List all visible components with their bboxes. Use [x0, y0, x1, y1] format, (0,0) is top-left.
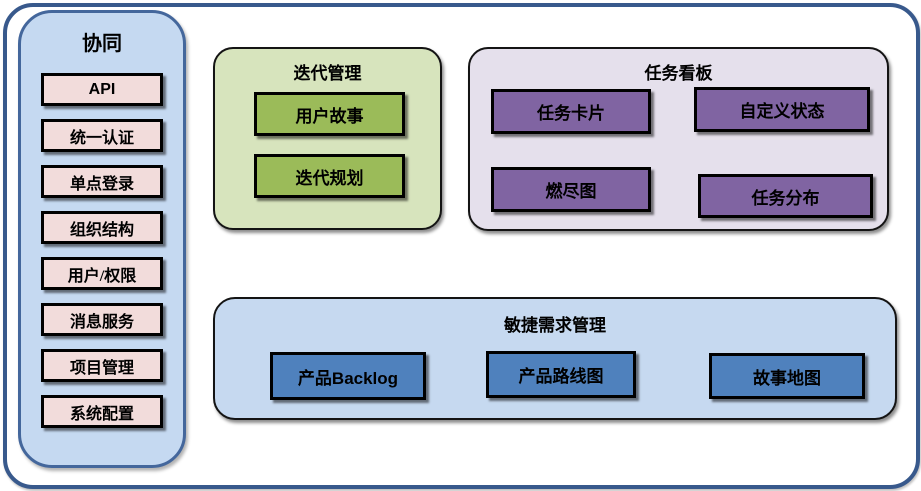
group-task-board-title: 任务看板: [644, 64, 713, 83]
sidebar-collaboration: 协同 API 统一认证 单点登录 组织结构 用户/权限 消息服务 项目管理 系统…: [18, 10, 186, 468]
group-task-board: 任务看板 任务卡片 自定义状态 燃尽图 任务分布: [468, 47, 889, 231]
item-task-distribution: 任务分布: [698, 174, 873, 218]
sidebar-item-system-config: 系统配置: [41, 395, 163, 428]
group-iteration-management: 迭代管理 用户故事 迭代规划: [213, 47, 442, 230]
item-product-backlog: 产品Backlog: [270, 352, 426, 400]
group-agile-requirements: 敏捷需求管理 产品Backlog 产品路线图 故事地图: [213, 297, 897, 420]
item-burndown-chart: 燃尽图: [491, 167, 651, 212]
sidebar-item-list: API 统一认证 单点登录 组织结构 用户/权限 消息服务 项目管理 系统配置: [21, 73, 183, 428]
item-user-story: 用户故事: [254, 92, 405, 136]
sidebar-item-unified-auth: 统一认证: [41, 119, 163, 152]
sidebar-item-api: API: [41, 73, 163, 106]
sidebar-item-project-management: 项目管理: [41, 349, 163, 382]
item-product-roadmap: 产品路线图: [486, 351, 636, 398]
group-iteration-management-title: 迭代管理: [293, 64, 362, 83]
group-agile-requirements-title: 敏捷需求管理: [504, 316, 606, 335]
item-story-map: 故事地图: [709, 353, 865, 399]
sidebar-item-org-structure: 组织结构: [41, 211, 163, 244]
sidebar-item-message-service: 消息服务: [41, 303, 163, 336]
sidebar-item-user-permissions: 用户/权限: [41, 257, 163, 290]
sidebar-item-single-sign-on: 单点登录: [41, 165, 163, 198]
item-custom-status: 自定义状态: [694, 87, 870, 132]
item-task-card: 任务卡片: [491, 89, 651, 134]
sidebar-title: 协同: [82, 33, 122, 55]
item-iteration-planning: 迭代规划: [254, 154, 405, 198]
